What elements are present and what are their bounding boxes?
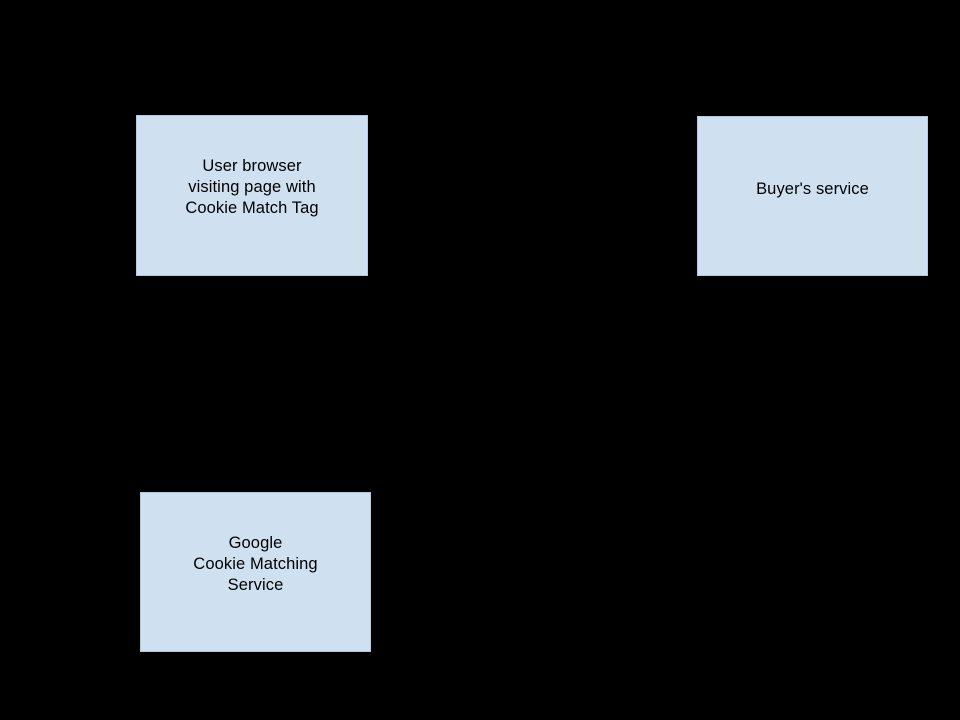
node-user-browser[interactable]: User browser visiting page with Cookie M… [136, 115, 368, 276]
node-buyers-service[interactable]: Buyer's service [697, 116, 928, 276]
node-google-cookie-matching-label: Google Cookie Matching Service [193, 533, 318, 594]
node-user-browser-label: User browser visiting page with Cookie M… [185, 157, 319, 217]
node-buyers-service-label: Buyer's service [756, 179, 869, 198]
node-google-cookie-matching[interactable]: Google Cookie Matching Service [140, 492, 371, 652]
